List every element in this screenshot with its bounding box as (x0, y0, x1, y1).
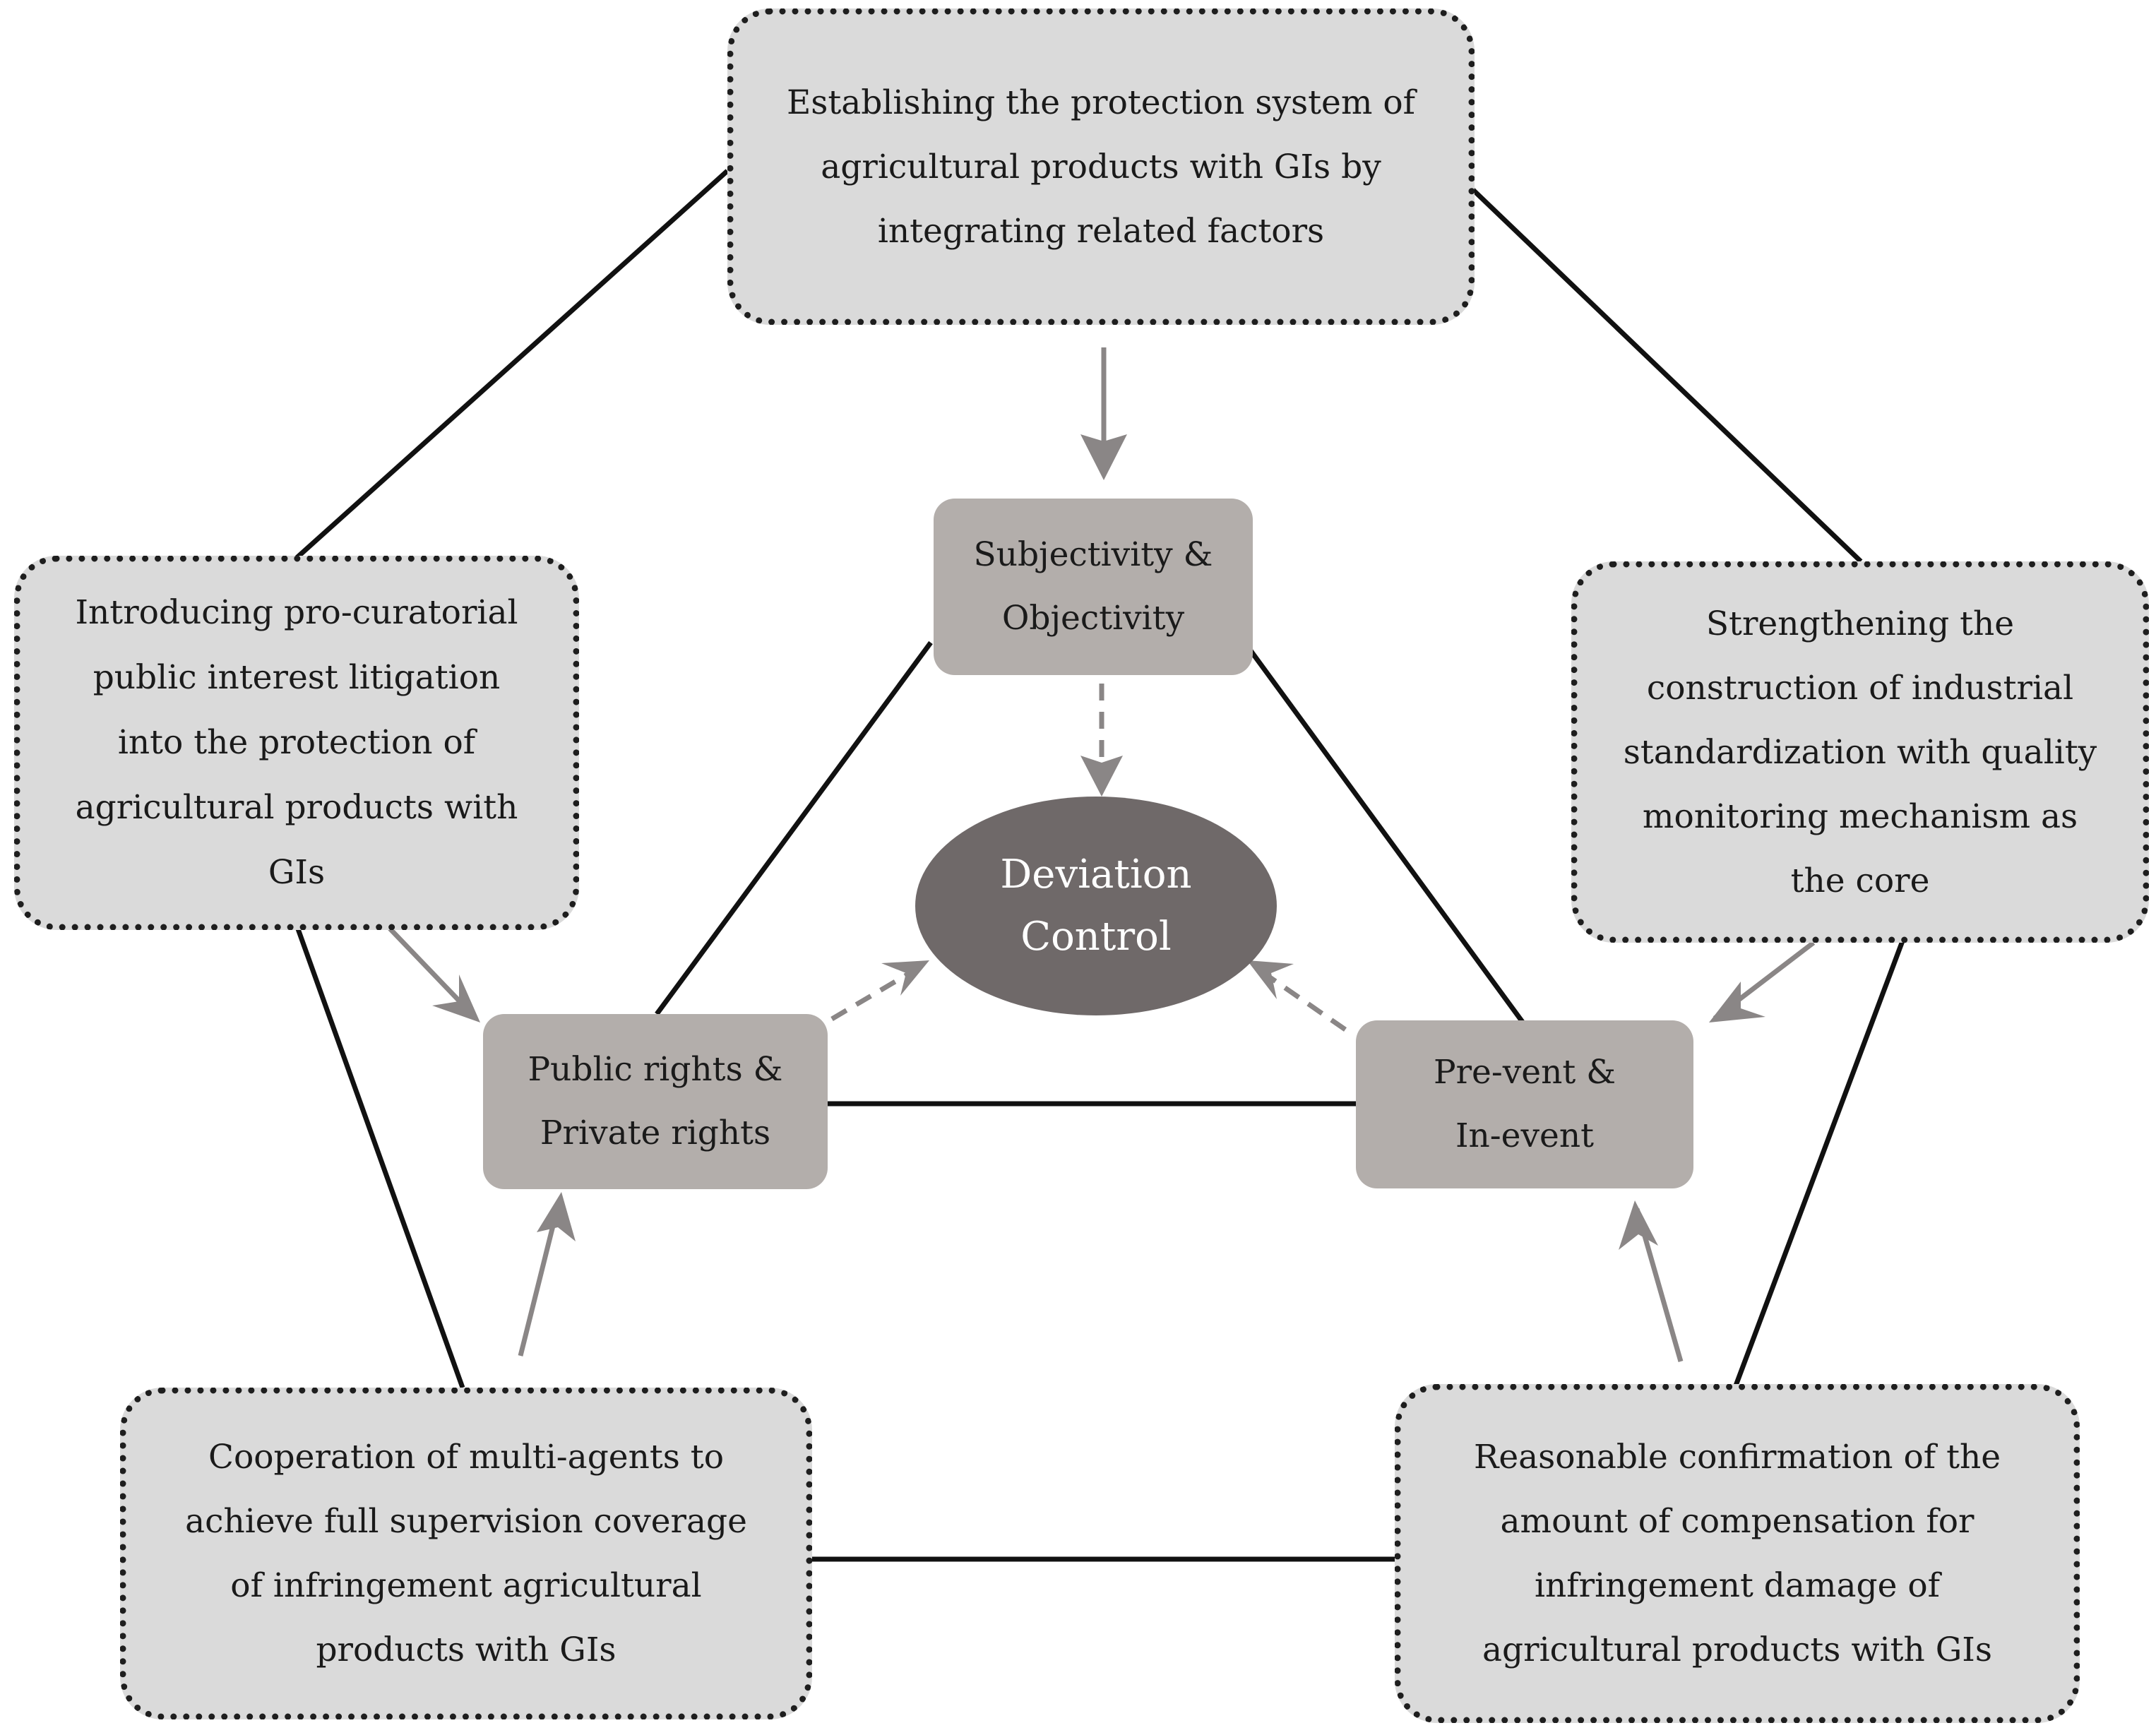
triangle-edge-left (655, 640, 933, 1016)
node-right: Strengthening the construction of indust… (1571, 561, 2149, 943)
node-deviation-control-label: Deviation Control (1000, 852, 1192, 960)
pentagon-edge-top-right (1470, 187, 1863, 564)
node-top: Establishing the protection system of ag… (727, 8, 1475, 325)
node-bottom-right-label: Reasonable confirmation of the amount of… (1473, 1438, 2001, 1669)
node-subjectivity-objectivity-label: Subjectivity & Objectivity (973, 535, 1213, 638)
triangle-edge-right (1248, 648, 1526, 1026)
dashed-arrows (830, 684, 1347, 1032)
pentagon-outline (294, 169, 1906, 1562)
node-bottom-left: Cooperation of multi-agents to achieve f… (120, 1388, 812, 1719)
node-bottom-right: Reasonable confirmation of the amount of… (1395, 1384, 2080, 1723)
pentagon-edge-left-bottom (294, 924, 465, 1389)
solid-arrows (388, 347, 1816, 1362)
node-public-private-rights-label: Public rights & Private rights (528, 1050, 783, 1152)
node-subjectivity-objectivity: Subjectivity & Objectivity (934, 499, 1253, 675)
node-public-private-rights: Public rights & Private rights (483, 1014, 828, 1189)
node-top-label: Establishing the protection system of ag… (786, 83, 1416, 251)
pentagon-edge-top-left (294, 169, 729, 560)
node-prevent-inevent-label: Pre-vent & In-event (1433, 1053, 1616, 1155)
pentagon-edge-right-bottom (1733, 938, 1906, 1387)
node-left: Introducing pro-curatorial public intere… (14, 556, 579, 930)
node-right-label: Strengthening the construction of indust… (1623, 604, 2097, 900)
node-prevent-inevent: Pre-vent & In-event (1356, 1020, 1693, 1188)
node-deviation-control: Deviation Control (915, 797, 1277, 1015)
node-left-label: Introducing pro-curatorial public intere… (75, 593, 518, 892)
triangle-outline (655, 640, 1526, 1107)
node-bottom-left-label: Cooperation of multi-agents to achieve f… (185, 1438, 747, 1669)
